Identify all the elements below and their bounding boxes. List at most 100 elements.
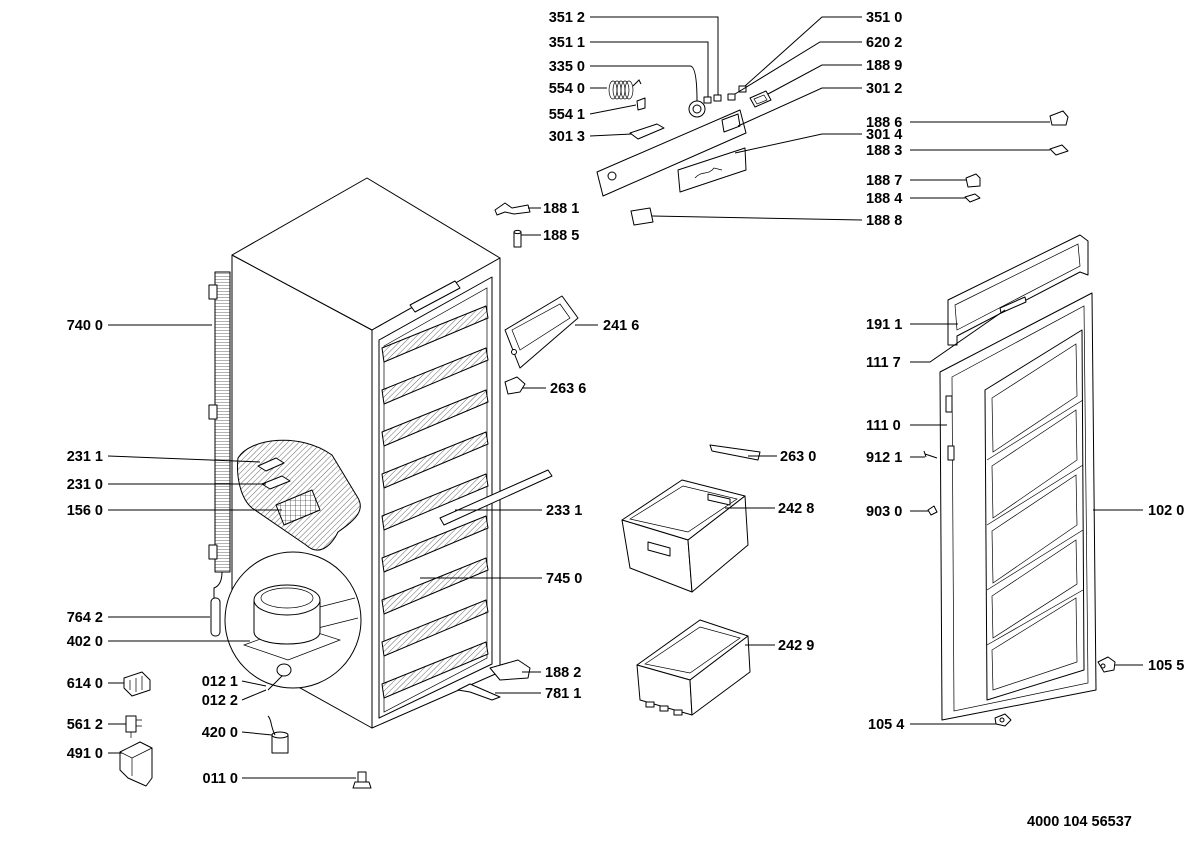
callout-label: 241 6 (603, 318, 639, 334)
thermostat-holder (257, 457, 285, 472)
basket-rail (709, 444, 761, 461)
callout-label: 903 0 (866, 504, 902, 520)
callout-label: 188 5 (543, 228, 579, 244)
spacer-pin-body (513, 231, 522, 248)
leader-line (590, 41, 709, 97)
basket-handle (647, 541, 671, 557)
callout-label: 102 0 (1148, 503, 1184, 519)
thermostat-knob (688, 100, 706, 118)
door-label (999, 296, 1027, 314)
document-number: 4000 104 56537 (1027, 814, 1132, 830)
callout-label: 745 0 (546, 571, 582, 587)
flap-pivot (511, 349, 517, 355)
callout-label: 188 6 (866, 115, 902, 131)
hinge-plate (1097, 656, 1116, 673)
leader-line (241, 731, 273, 736)
leader-line (734, 41, 862, 95)
spacer-pin-cap (513, 229, 522, 235)
callout-label: 402 0 (67, 634, 103, 650)
relay-cover (119, 741, 153, 787)
door-small-parts (923, 450, 1116, 727)
clip-part (1049, 144, 1069, 156)
relay-cover-edge (119, 747, 153, 776)
terminal-block (275, 489, 321, 526)
wire-shelf (381, 641, 489, 699)
freezer-basket-lower (636, 619, 751, 716)
callout-label: 301 4 (866, 127, 902, 143)
basket-inner-rim (644, 626, 741, 674)
levelling-foot (457, 683, 501, 701)
wire-shelf (381, 473, 489, 531)
spacer-pin (513, 229, 522, 248)
callout-label: 242 9 (778, 638, 814, 654)
hinge-pin (1100, 663, 1106, 669)
callout-label: 242 8 (778, 501, 814, 517)
door-panel-inset (991, 409, 1078, 519)
callout-label: 351 1 (549, 35, 585, 51)
small-parts-left (119, 597, 372, 789)
condenser-pipe (213, 571, 223, 598)
starter-relay-pins (129, 676, 143, 692)
callout-label: 105 5 (1148, 658, 1184, 674)
compressor-top-ring (260, 587, 314, 609)
condenser-tab (208, 404, 218, 420)
callout-label: 188 9 (866, 58, 902, 74)
spring-clip (636, 97, 646, 111)
callout-label: 420 0 (202, 725, 238, 741)
indicator-lamp-yellow (703, 96, 712, 104)
knob-inner (692, 104, 702, 114)
door-top-frame (947, 234, 1089, 346)
bottom-hinge-right (1097, 656, 1116, 673)
top-light-housing (409, 280, 461, 313)
shelf-front-bar (439, 469, 553, 526)
door-hinge (945, 395, 953, 413)
compressor-foot-bolt (352, 771, 372, 789)
control-panel-hole (607, 171, 617, 181)
callout-label: 231 0 (67, 477, 103, 493)
thermostat (261, 475, 291, 490)
callout-label: 111 0 (866, 418, 901, 434)
callout-label: 335 0 (549, 59, 585, 75)
capacitor (267, 715, 289, 754)
starter-relay-body (123, 671, 151, 697)
callout-label: 156 0 (67, 503, 103, 519)
door-panel-divider (986, 589, 1084, 646)
drawer-front-flap (504, 295, 579, 369)
door-liner-panel (984, 329, 1085, 701)
capacitor-wire (267, 715, 276, 736)
door-top-frame-inner (954, 243, 1081, 331)
basket-foot (659, 705, 669, 712)
callout-label: 912 1 (866, 450, 902, 466)
leader-line (651, 215, 863, 221)
callout-label: 188 3 (866, 143, 902, 159)
callout-label: 188 8 (866, 213, 902, 229)
logo-plate (677, 147, 747, 193)
callout-label: 012 2 (202, 693, 238, 709)
callout-label: 614 0 (67, 676, 103, 692)
callout-label: 188 1 (543, 201, 579, 217)
cabinet-inner-liner-edge (383, 287, 488, 713)
switch-cap (727, 93, 736, 101)
leader-line (241, 689, 267, 701)
callout-label: 351 2 (549, 10, 585, 26)
leader-line (910, 309, 1006, 363)
clip-part (1049, 110, 1069, 126)
basket-inner-rim (629, 485, 738, 533)
callout-label: 233 1 (546, 503, 582, 519)
callout-label: 263 0 (780, 449, 816, 465)
coil-turn (620, 80, 630, 100)
small-parts-middle (439, 202, 761, 701)
control-panel (596, 109, 747, 197)
basket-handle (707, 493, 731, 506)
door-panel-divider (986, 464, 1084, 526)
overload-protector-body (125, 715, 137, 733)
condenser (208, 271, 231, 598)
door-stop-bracket (489, 659, 531, 681)
callout-label: 620 2 (866, 35, 902, 51)
clip-part (965, 173, 981, 188)
wire-shelf (381, 515, 489, 573)
door-panel-inset (991, 597, 1078, 691)
condenser-tab (208, 284, 218, 300)
